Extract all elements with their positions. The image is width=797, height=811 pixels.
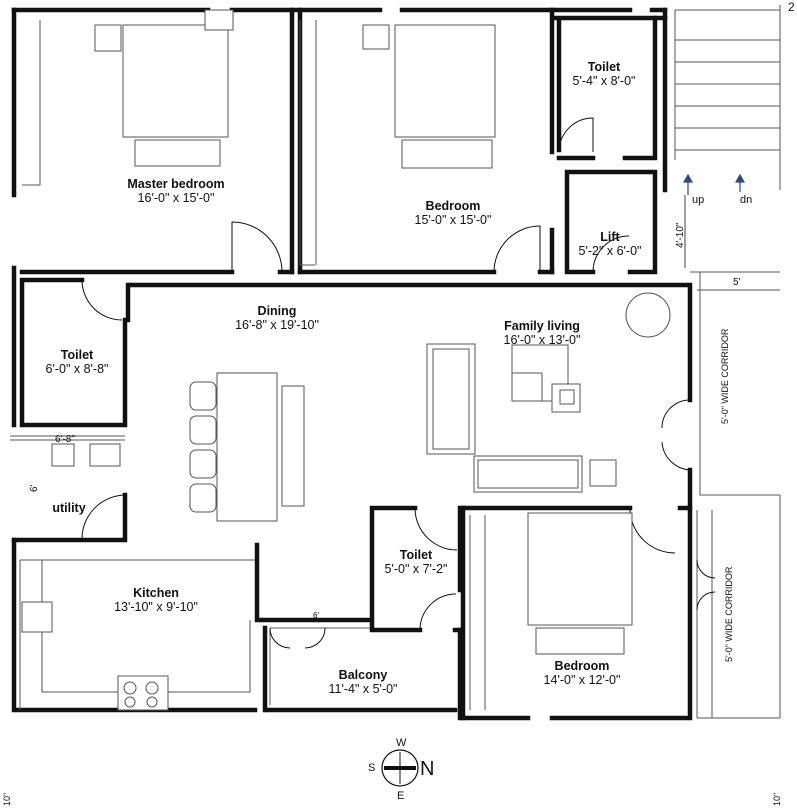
room-name: Kitchen [133,586,179,600]
utility-width-dimension: 6'-8" [55,434,75,445]
compass [381,749,419,787]
room-size: 15'-0" x 15'-0" [414,213,492,228]
stair-down-label: dn [740,194,753,206]
corridor-label-upper: 5'-0" WIDE CORRIDOR [720,328,730,424]
edge-dimension-left: 10" [2,792,12,806]
room-name: Master bedroom [127,177,225,191]
room-size: 14'-0" x 12'-0" [543,673,621,688]
room-size: 13'-10" x 9'-10" [114,600,198,615]
room-name: Balcony [338,668,388,682]
room-name: Toilet [60,348,94,362]
compass-south: S [368,762,376,774]
room-size: 16'-8" x 19'-10" [235,318,319,333]
room-size: 5'-4" x 8'-0" [572,74,636,89]
room-name: Toilet [587,60,621,74]
room-name: Bedroom [554,659,610,673]
room-name: utility [52,501,86,515]
edge-dimension-right: 10" [772,792,782,806]
room-toilet-mid: Toilet 5'-0" x 7'-2" [385,548,448,577]
doors [81,117,716,649]
room-kitchen: Kitchen 13'-10" x 9'-10" [114,586,198,615]
room-name: Dining [257,304,297,318]
utility-height-dimension: 6' [29,484,40,492]
room-utility: utility [52,501,85,515]
compass-west: W [396,737,407,749]
room-size: 6'-0" x 8'-8" [45,362,109,377]
room-size: 5'-0" x 7'-2" [384,562,448,577]
lift-lobby-dimension: 4'-10" [675,222,686,248]
room-toilet-left: Toilet 6'-0" x 8'-8" [46,348,109,377]
room-name: Toilet [399,548,433,562]
stair-up-label: up [692,194,705,206]
room-size: 16'-0" x 13'-0" [503,333,581,348]
room-name: Lift [600,230,620,244]
room-size: 16'-0" x 15'-0" [137,191,215,206]
room-toilet-top: Toilet 5'-4" x 8'-0" [573,60,636,89]
balcony-door-dimension: 6' [313,611,319,620]
corridor-width-dimension: 5' [733,277,741,288]
room-size: 5'-2" x 6'-0" [578,244,642,259]
room-dining: Dining 16'-8" x 19'-10" [235,304,319,333]
room-balcony: Balcony 11'-4" x 5'-0" [328,668,397,697]
room-family-living: Family living 16'-0" x 13'-0" [504,319,581,348]
room-bedroom-2: Bedroom 14'-0" x 12'-0" [544,659,621,688]
room-size: 11'-4" x 5'-0" [328,682,398,697]
room-master-bedroom: Master bedroom 16'-0" x 15'-0" [127,177,224,206]
room-name: Bedroom [425,199,481,213]
edge-dimension-top: 2 [788,0,795,14]
room-name: Family living [504,319,580,333]
corridor-label-lower: 5'-0" WIDE CORRIDOR [724,566,734,662]
room-bedroom-1: Bedroom 15'-0" x 15'-0" [415,199,492,228]
thin-lines [10,5,781,719]
compass-north: N [420,758,435,780]
compass-east: E [397,790,405,802]
room-lift: Lift 5'-2" x 6'-0" [579,230,642,259]
furniture [21,9,671,711]
stair-arrows [682,173,746,268]
